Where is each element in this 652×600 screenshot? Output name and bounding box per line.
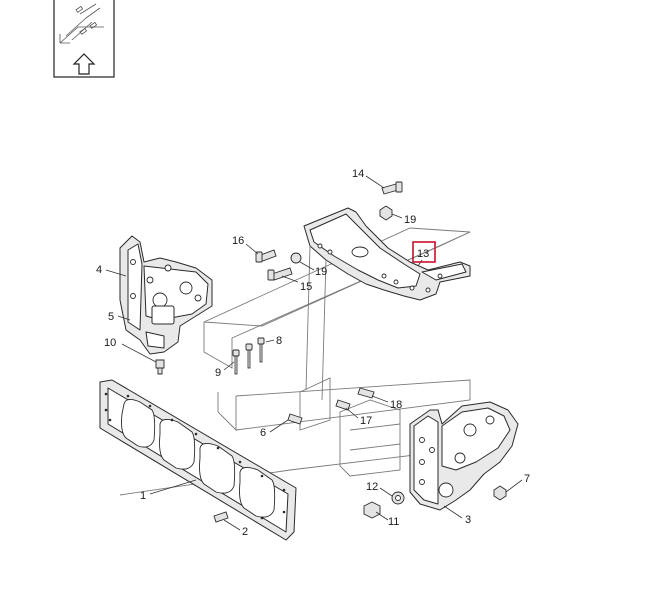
callout-13: 13 bbox=[417, 248, 429, 260]
vehicle-location-icon[interactable] bbox=[53, 0, 115, 78]
callout-7: 7 bbox=[524, 473, 530, 485]
part-3-right-bracket bbox=[409, 401, 519, 511]
callout-1: 1 bbox=[140, 490, 146, 502]
callout-19-lower: 19 bbox=[315, 266, 327, 278]
callout-16: 16 bbox=[232, 235, 244, 247]
callout-5: 5 bbox=[108, 311, 114, 323]
callout-11: 11 bbox=[388, 516, 399, 528]
part-4-left-bracket bbox=[119, 235, 213, 355]
callout-12: 12 bbox=[366, 481, 378, 493]
callout-18: 18 bbox=[390, 399, 402, 411]
callout-14: 14 bbox=[352, 168, 364, 180]
callout-4: 4 bbox=[96, 264, 102, 276]
callout-10: 10 bbox=[104, 337, 116, 349]
callout-2: 2 bbox=[242, 526, 248, 538]
leader-lines bbox=[105, 175, 523, 531]
part-1-panel bbox=[99, 379, 297, 541]
callout-3: 3 bbox=[465, 514, 471, 526]
callout-8: 8 bbox=[276, 335, 282, 347]
callout-9: 9 bbox=[215, 367, 221, 379]
callout-19-upper: 19 bbox=[404, 214, 416, 226]
callout-6: 6 bbox=[260, 427, 266, 439]
callout-labels: 1 2 3 4 5 6 7 8 9 10 11 12 13 14 15 16 1… bbox=[96, 168, 530, 538]
fasteners bbox=[213, 181, 507, 523]
up-arrow-icon bbox=[72, 53, 96, 75]
callout-15: 15 bbox=[300, 281, 312, 293]
part-13-cross-member[interactable] bbox=[303, 207, 471, 401]
part-10-fastener bbox=[155, 359, 165, 375]
callout-17: 17 bbox=[360, 415, 372, 427]
highlight-box-13 bbox=[412, 241, 436, 263]
